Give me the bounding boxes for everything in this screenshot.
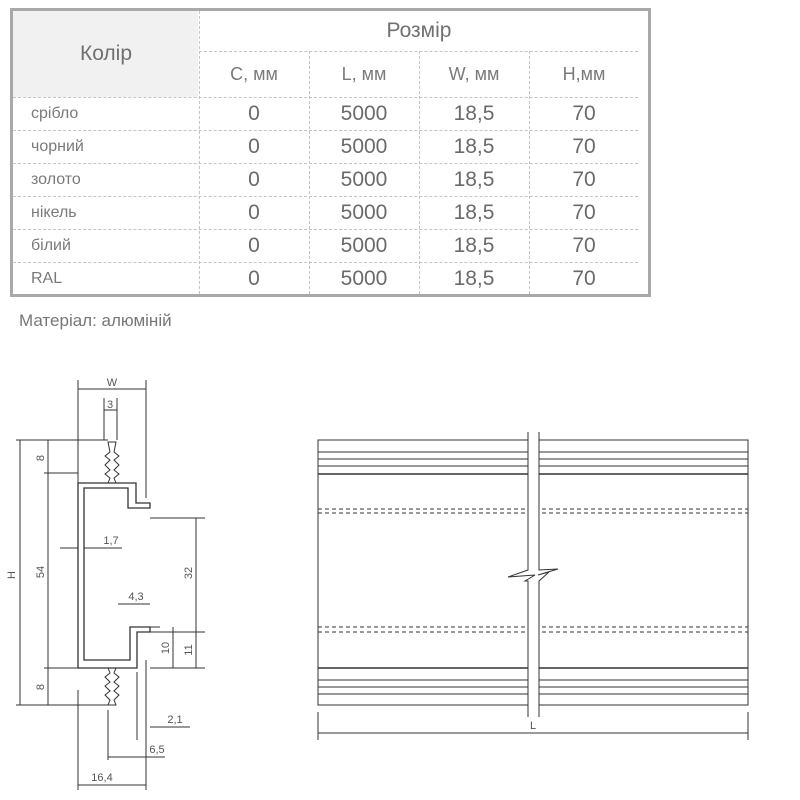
table-cell: 0 bbox=[248, 134, 260, 158]
table-cell: 5000 bbox=[340, 233, 388, 257]
row-color-label: нікель bbox=[31, 203, 77, 221]
dim-3: 3 bbox=[107, 399, 113, 411]
table-cell: 5000 bbox=[340, 134, 388, 158]
column-header-l: L, мм bbox=[341, 63, 387, 84]
dim-11: 11 bbox=[183, 644, 195, 655]
column-separator bbox=[309, 51, 310, 294]
row-color-label: срібло bbox=[31, 104, 79, 122]
dim-l: L bbox=[530, 720, 536, 732]
dim-4-3: 4,3 bbox=[128, 591, 143, 603]
dim-1-7: 1,7 bbox=[103, 535, 118, 547]
dim-32: 32 bbox=[183, 567, 195, 579]
table-cell: 5000 bbox=[340, 167, 388, 191]
spec-table: Колір Розмір C, мм L, мм W, мм H,мм сріб… bbox=[10, 8, 651, 297]
top-clip bbox=[104, 441, 120, 484]
row-color-label: золото bbox=[31, 170, 81, 188]
table-cell: 18,5 bbox=[453, 266, 495, 290]
dim-6-5: 6,5 bbox=[149, 744, 164, 756]
dim-h: H bbox=[6, 571, 18, 579]
column-separator bbox=[529, 51, 530, 294]
row-color-label: чорний bbox=[31, 137, 84, 155]
table-cell: 70 bbox=[572, 167, 596, 191]
table-cell: 5000 bbox=[340, 101, 388, 125]
table-cell: 18,5 bbox=[453, 167, 495, 191]
dim-16-4: 16,4 bbox=[91, 772, 112, 784]
row-separator bbox=[13, 130, 638, 131]
column-header-w: W, мм bbox=[448, 63, 500, 84]
dim-10: 10 bbox=[160, 642, 172, 654]
dim-8-bottom: 8 bbox=[35, 684, 47, 690]
table-header-shade bbox=[13, 11, 198, 97]
table-cell: 70 bbox=[572, 233, 596, 257]
dim-w: W bbox=[107, 377, 118, 389]
table-cell: 0 bbox=[248, 200, 260, 224]
column-separator bbox=[419, 51, 420, 294]
table-cell: 18,5 bbox=[453, 134, 495, 158]
dim-54: 54 bbox=[35, 566, 47, 578]
material-note: Матеріал: алюміній bbox=[19, 311, 172, 330]
table-cell: 70 bbox=[572, 101, 596, 125]
column-separator bbox=[199, 11, 200, 294]
table-cell: 70 bbox=[572, 266, 596, 290]
column-header-c: C, мм bbox=[230, 63, 278, 84]
table-cell: 0 bbox=[248, 266, 260, 290]
row-separator bbox=[13, 229, 638, 230]
table-cell: 0 bbox=[248, 167, 260, 191]
table-cell: 18,5 bbox=[453, 233, 495, 257]
dim-8-top: 8 bbox=[35, 455, 47, 461]
table-cell: 70 bbox=[572, 134, 596, 158]
table-cell: 5000 bbox=[340, 200, 388, 224]
table-cell: 5000 bbox=[340, 266, 388, 290]
size-column-header: Розмір bbox=[386, 19, 452, 42]
row-separator bbox=[13, 97, 638, 98]
row-separator bbox=[199, 51, 638, 52]
break-line bbox=[507, 432, 536, 717]
table-cell: 18,5 bbox=[453, 101, 495, 125]
table-cell: 18,5 bbox=[453, 200, 495, 224]
color-column-header: Колір bbox=[79, 42, 133, 65]
profile-cross-section bbox=[77, 482, 151, 669]
row-separator bbox=[13, 262, 638, 263]
bottom-clip bbox=[104, 667, 120, 706]
dim-2-1: 2,1 bbox=[167, 714, 182, 726]
row-separator bbox=[13, 196, 638, 197]
column-header-h: H,мм bbox=[562, 63, 606, 84]
row-color-label: білий bbox=[31, 236, 71, 254]
table-cell: 70 bbox=[572, 200, 596, 224]
table-cell: 0 bbox=[248, 233, 260, 257]
row-separator bbox=[13, 163, 638, 164]
row-color-label: RAL bbox=[31, 269, 63, 287]
table-cell: 0 bbox=[248, 101, 260, 125]
